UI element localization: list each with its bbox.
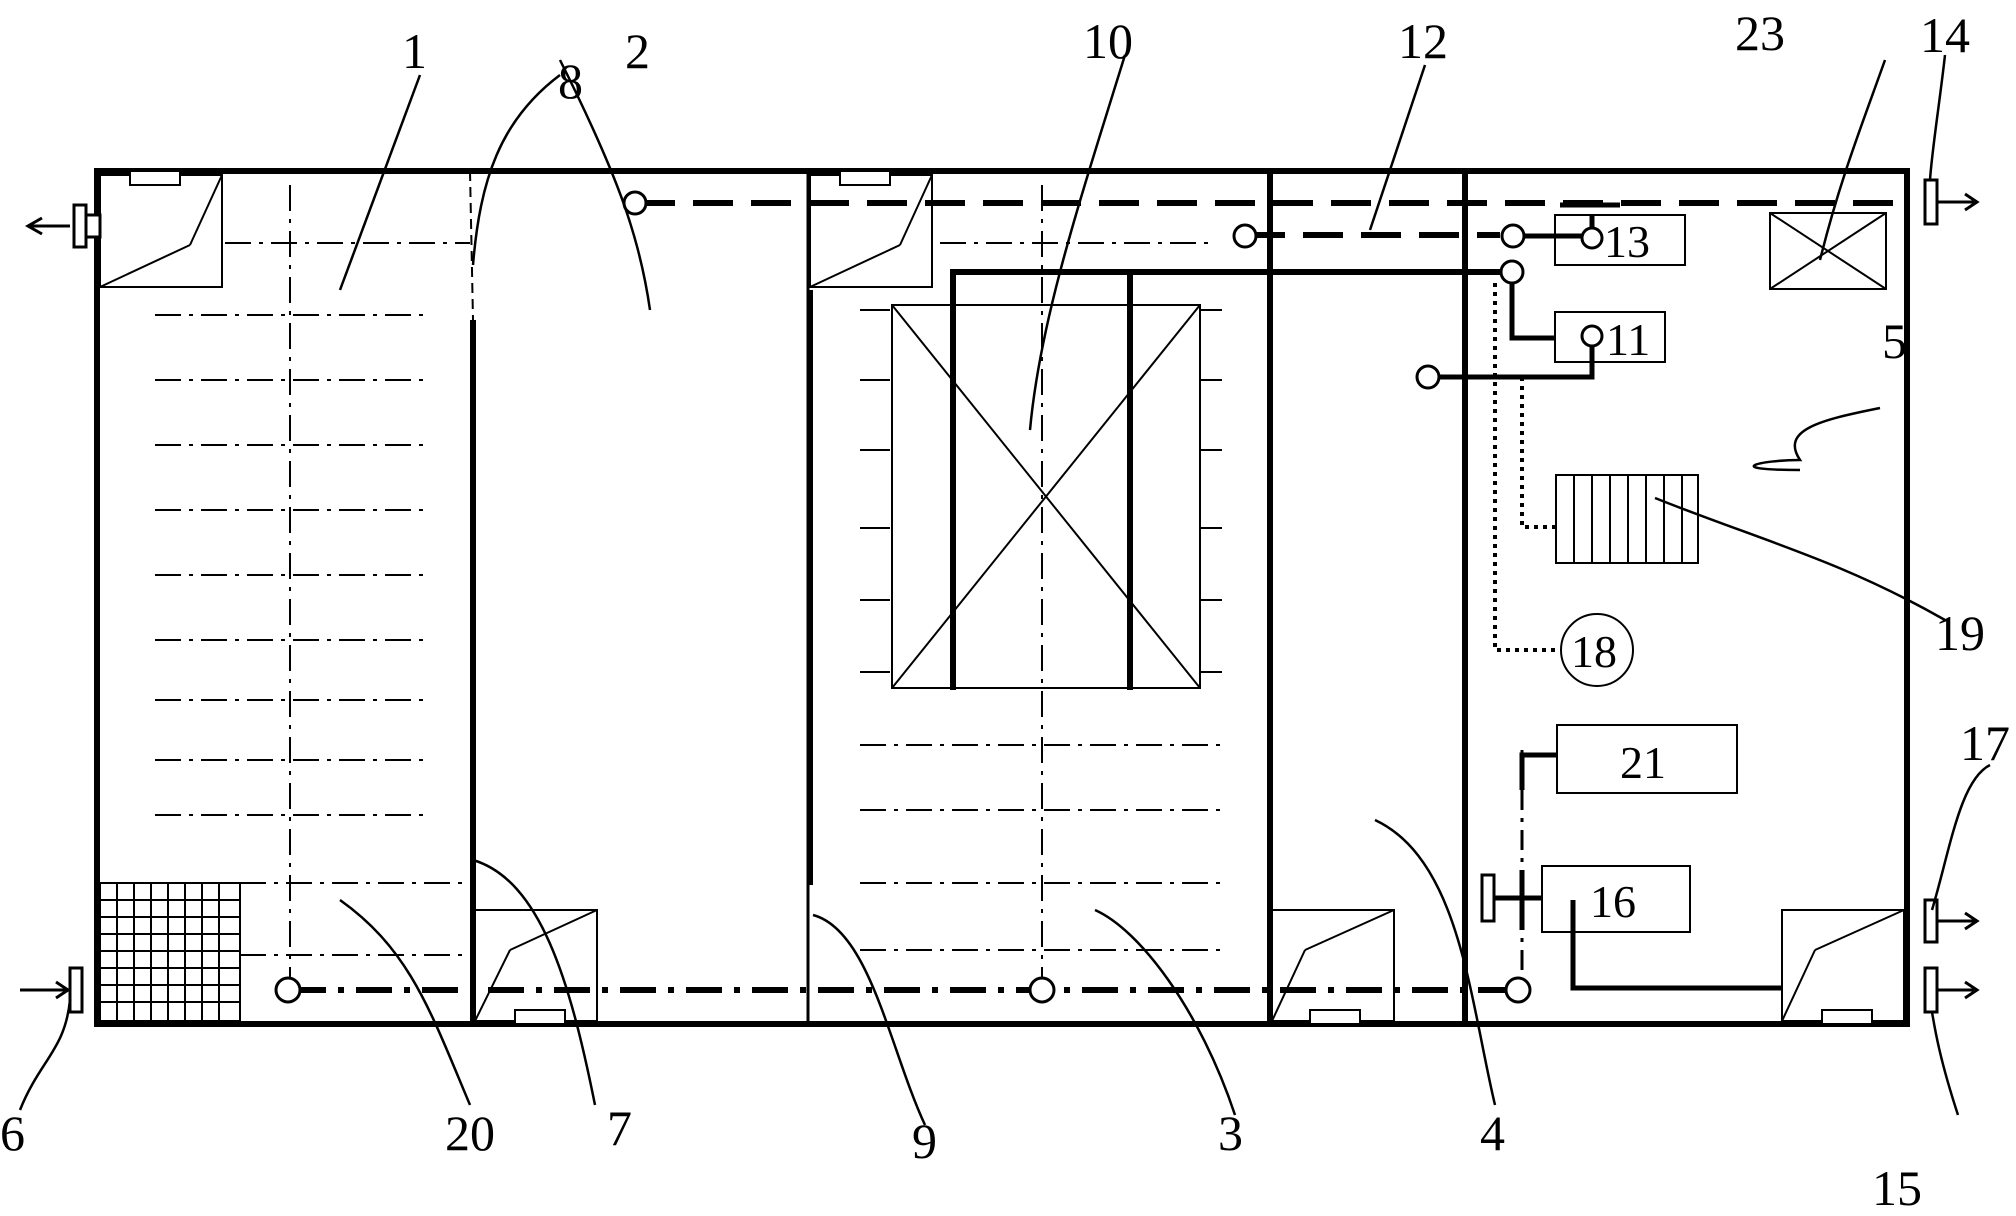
valve-left-outlet: [24, 203, 102, 249]
box-13-port: [1580, 226, 1604, 250]
hopper-diag-5: [1781, 949, 1816, 1022]
hopper-diag-1: [99, 244, 191, 288]
box-11: [1554, 311, 1666, 363]
hopper-tab-4: [1309, 1009, 1361, 1025]
valve-top-3: [1500, 223, 1526, 249]
label-2: 2: [625, 23, 650, 79]
tank-outline: [94, 168, 1910, 1027]
label-8: 8: [558, 53, 583, 109]
label-6: 6: [0, 1105, 25, 1161]
hopper-box-2: [474, 909, 598, 1022]
hopper-tab-3: [839, 170, 891, 186]
membrane-cross-b: [891, 304, 1201, 689]
aerator-4: [1504, 976, 1532, 1004]
hopper-box-3: [809, 174, 933, 288]
box-19-stripes: [1573, 475, 1683, 563]
label-10: 10: [1083, 13, 1133, 69]
hopper-diag-1b: [189, 174, 223, 246]
grid-screen: [99, 882, 241, 1022]
box-16: [1541, 865, 1691, 933]
box-11-pipe: [1509, 283, 1555, 341]
label-18: 18: [1571, 626, 1617, 677]
hopper-box-5: [1781, 909, 1905, 1022]
valve-top-4: [1499, 259, 1525, 285]
label-21: 21: [1620, 737, 1666, 788]
box-13: [1554, 214, 1686, 266]
box-16-outlet: [1570, 900, 1782, 991]
label-14: 14: [1920, 7, 1970, 63]
hopper-box-4: [1271, 909, 1395, 1022]
label-7: 7: [607, 1100, 632, 1156]
membrane-module: [891, 304, 1201, 689]
valve-top-2: [1232, 223, 1258, 249]
box-11-pipe-b: [1438, 346, 1595, 380]
hopper-diag-3b: [899, 174, 933, 246]
aeration-lines-1: [155, 185, 470, 985]
hopper-tab-2: [514, 1009, 566, 1025]
label-11: 11: [1606, 314, 1650, 365]
hopper-diag-3: [809, 244, 901, 288]
leader-lines: [18, 54, 1991, 1126]
hopper-tab-1: [129, 170, 181, 186]
valve-6-inlet: [20, 966, 84, 1014]
valve-15: [1923, 966, 1980, 1014]
box-11-port: [1580, 324, 1604, 348]
box-21: [1556, 724, 1738, 794]
label-1: 1: [402, 23, 427, 79]
hopper-diag-2: [474, 949, 511, 1022]
aerator-1: [274, 976, 302, 1004]
hopper-diag-4: [1271, 949, 1306, 1022]
membrane-side-dashes: [860, 309, 1222, 673]
label-3: 3: [1218, 1105, 1243, 1161]
valve-16-side: [1480, 873, 1496, 923]
label-20: 20: [445, 1105, 495, 1161]
label-19: 19: [1935, 605, 1985, 661]
box-23-cross-b: [1769, 212, 1887, 290]
hopper-box-1: [99, 174, 223, 288]
partition-8: [469, 170, 474, 321]
suction-pipe: [950, 269, 1505, 690]
box-21-pipe: [1519, 752, 1557, 790]
label-4: 4: [1480, 1105, 1505, 1161]
valve-11: [1415, 364, 1441, 390]
aerator-3: [1028, 976, 1056, 1004]
hopper-diag-5b: [1814, 909, 1905, 951]
hopper-diag-2b: [509, 909, 598, 951]
label-16: 16: [1590, 876, 1636, 927]
aeration-lines-3: [860, 185, 1225, 995]
valve-17: [1923, 898, 1980, 944]
hopper-diag-4b: [1304, 909, 1395, 951]
label-12: 12: [1398, 13, 1448, 69]
label-9: 9: [912, 1113, 937, 1169]
label-13: 13: [1604, 216, 1650, 267]
label-15: 15: [1872, 1160, 1922, 1216]
valve-14: [1923, 178, 1980, 226]
label-5: 5: [1882, 313, 1907, 369]
dotted-line-19: [1520, 377, 1556, 529]
label-23: 23: [1735, 5, 1785, 61]
circle-18: [1560, 613, 1634, 687]
hopper-tab-5: [1821, 1009, 1873, 1025]
label-17: 17: [1960, 715, 2010, 771]
